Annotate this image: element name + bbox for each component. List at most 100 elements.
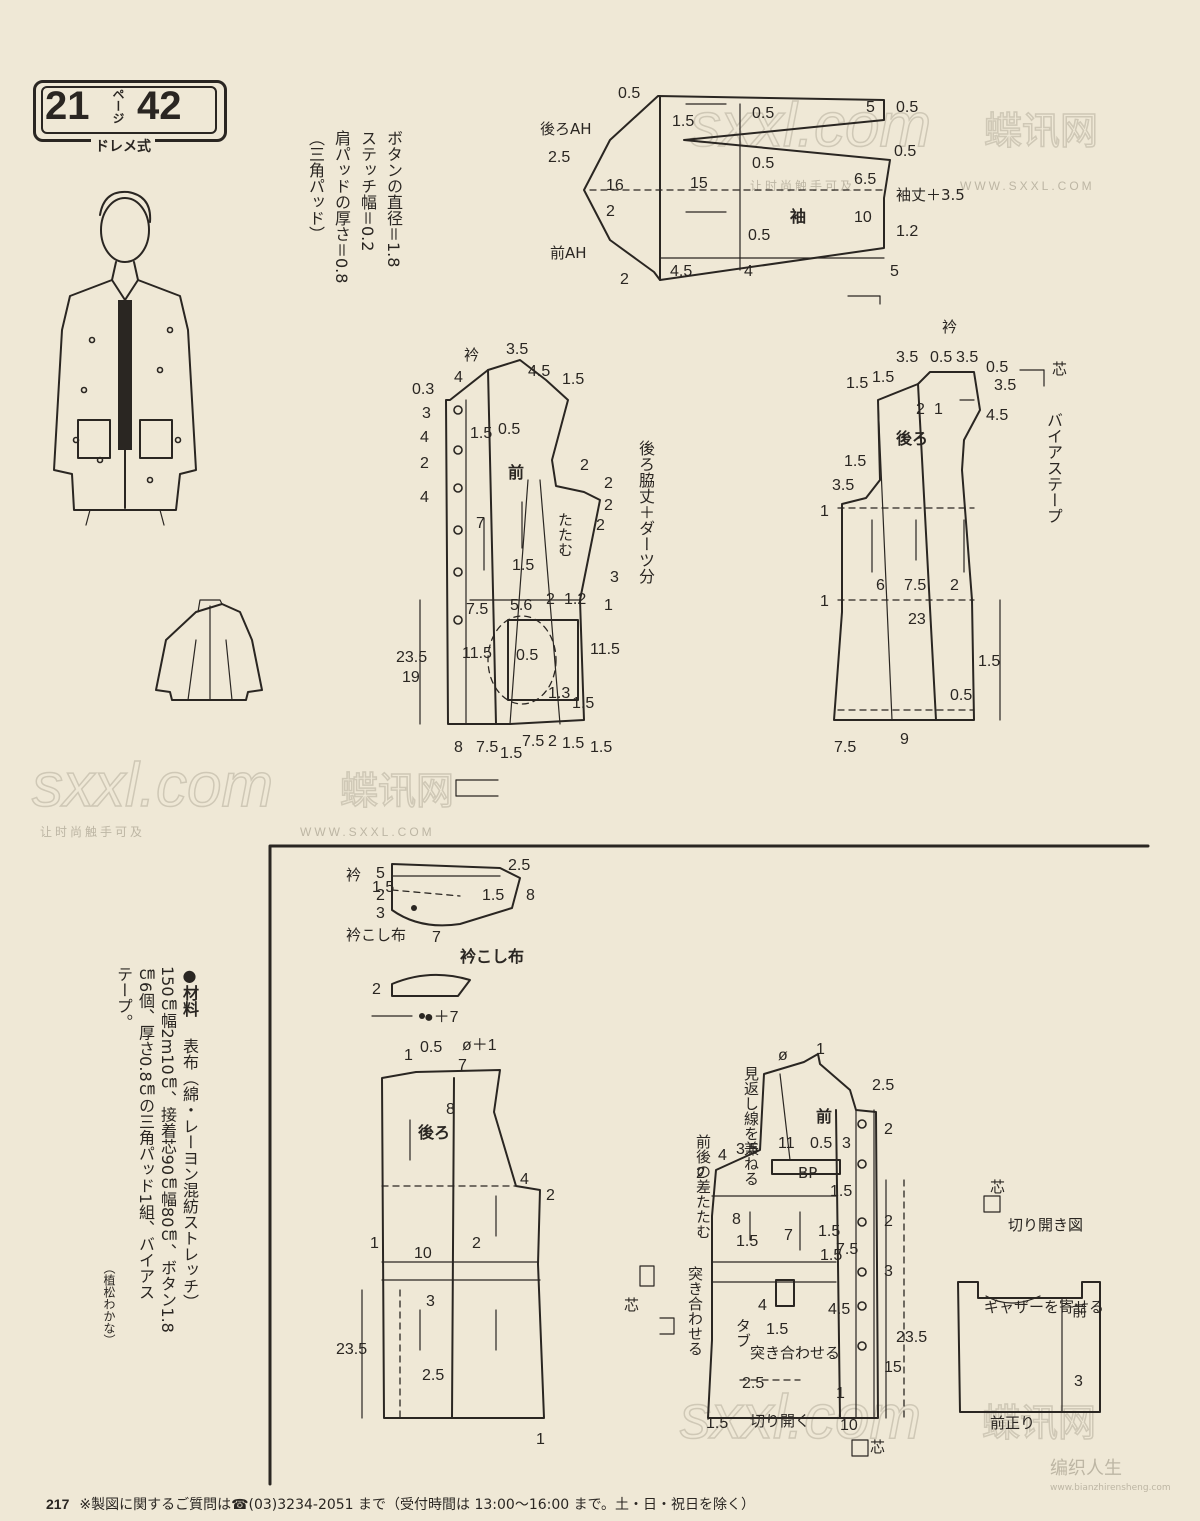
front-num: 11.5 bbox=[590, 641, 620, 658]
back-num: 3.5 bbox=[832, 477, 854, 494]
lower-front-num: 10 bbox=[840, 1417, 858, 1434]
sleeve-num: 0.5 bbox=[752, 105, 774, 122]
watermark-corner: 编织人生 bbox=[1050, 1458, 1122, 1479]
panel-frame bbox=[268, 844, 1150, 1486]
sleeve-num: 0.5 bbox=[752, 155, 774, 172]
back-num: 1 bbox=[820, 593, 829, 610]
front-num: 2 bbox=[546, 591, 555, 608]
collar-num: 1.5 bbox=[372, 879, 394, 896]
front-num: 7.5 bbox=[522, 733, 544, 750]
front-num: 1.5 bbox=[500, 745, 522, 762]
front-num: 1.5 bbox=[562, 735, 584, 752]
lower-back-num: 2.5 bbox=[422, 1367, 444, 1384]
front-num: 1 bbox=[604, 597, 613, 614]
lower-front-num: 1 bbox=[836, 1385, 845, 1402]
collar-num: 2 bbox=[376, 887, 385, 904]
lower-front-num: 1 bbox=[816, 1041, 825, 1058]
cut-front-label: 前 bbox=[1072, 1302, 1087, 1320]
back-num: 4.5 bbox=[986, 407, 1008, 424]
back-num: 1.5 bbox=[844, 453, 866, 470]
front-num: 1.3 bbox=[548, 685, 570, 702]
lower-front-num: 4 bbox=[718, 1147, 727, 1164]
sleeve-num: 0.5 bbox=[618, 85, 640, 102]
lower-back-num: ø＋1 bbox=[462, 1037, 497, 1054]
watermark-site: sxxl.com bbox=[690, 91, 931, 160]
front-bodice-draft: 衿 前 3.5 4.5 1.5 0.3 4 3 4 1.5 0.5 2 4 2 … bbox=[396, 341, 620, 797]
sleeve-num: 15 bbox=[690, 175, 708, 192]
footer-note: ※製図に関するご質問は☎(03)3234-2051 まで（受付時間は 13:00… bbox=[79, 1497, 756, 1513]
cut-interfacing-label: 芯 bbox=[990, 1178, 1005, 1196]
sleeve-draft: 後ろAH 前AH 袖 袖丈＋3.5 0.5 1.5 0.5 5 0.5 2.5 … bbox=[540, 85, 965, 305]
lower-front-num: 7 bbox=[784, 1227, 793, 1244]
front-interfacing-label-2: 芯 bbox=[870, 1438, 885, 1456]
front-num: 4 bbox=[454, 369, 463, 386]
materials-heading: ●材料 bbox=[180, 966, 199, 1017]
sleeve-num: 4 bbox=[744, 263, 753, 280]
lower-back-num: 1 bbox=[370, 1235, 379, 1252]
materials-credit: （植松わかな） bbox=[102, 1262, 116, 1346]
lower-back-num: 8 bbox=[446, 1101, 455, 1118]
watermark: sxxl.com 蝶讯网 让时尚触手可及 WWW.SXXL.COM sxxl.c… bbox=[31, 90, 1170, 1493]
front-armhole-label: 前AH bbox=[550, 244, 587, 262]
back-armhole-label: 後ろAH bbox=[540, 120, 592, 138]
front-num: 5.6 bbox=[510, 597, 532, 614]
back-num: 0.5 bbox=[950, 687, 972, 704]
back-num: 3.5 bbox=[956, 349, 978, 366]
front-num: 3.5 bbox=[506, 341, 528, 358]
gather-label: ギャザーを寄せる bbox=[984, 1298, 1104, 1316]
back-num: 7.5 bbox=[834, 739, 856, 756]
lower-front-num: 11 bbox=[778, 1135, 795, 1152]
lower-front-num: 1.5 bbox=[830, 1183, 852, 1200]
sleeve-num: 1.5 bbox=[672, 113, 694, 130]
lower-front-num: 4 bbox=[758, 1297, 767, 1314]
sleeve-length-label: 袖丈＋3.5 bbox=[896, 186, 965, 204]
materials-line1: 表布（綿・レーヨン混紡ストレッチ） bbox=[180, 1038, 199, 1310]
front-num: 3 bbox=[422, 405, 431, 422]
lower-front-draft: 前 BP 突き合わせる 切り開く 芯 芯 ø 1 2.5 3.5 11 0.5 … bbox=[624, 1041, 927, 1457]
lower-front-num: ø bbox=[778, 1047, 788, 1064]
back-num: 6 bbox=[876, 577, 885, 594]
jacket-back-view bbox=[155, 599, 263, 701]
spec-button-diameter: ボタンの直径＝1.8 bbox=[384, 130, 403, 268]
front-num: 7.5 bbox=[476, 739, 498, 756]
watermark-slogan: 让时尚触手可及 bbox=[750, 179, 855, 193]
lower-front-num: 2.5 bbox=[872, 1077, 894, 1094]
back-num: 9 bbox=[900, 731, 909, 748]
front-num: 1.2 bbox=[564, 591, 586, 608]
collar-num: 5 bbox=[376, 865, 385, 882]
lower-back-label: 後ろ bbox=[418, 1123, 450, 1142]
lower-front-num: 2 bbox=[696, 1165, 705, 1182]
lower-front-num: 8 bbox=[732, 1211, 741, 1228]
front-num: 3 bbox=[610, 569, 619, 586]
back-num: 1 bbox=[820, 503, 829, 520]
sleeve-num: 0.5 bbox=[896, 99, 918, 116]
spec-shoulder-pad: 肩パッドの厚さ＝0.8 bbox=[332, 130, 351, 284]
sleeve-num: 10 bbox=[854, 209, 872, 226]
badge-model-number: 42 bbox=[137, 84, 182, 128]
front-num: 2 bbox=[604, 475, 613, 492]
sleeve-num: 2 bbox=[606, 203, 615, 220]
abut-note: 突き合わせる bbox=[686, 1266, 704, 1356]
lower-front-num: 4.5 bbox=[828, 1301, 850, 1318]
back-num: 2 bbox=[950, 577, 959, 594]
materials-line3: ㎝6個、厚さ0.8㎝の三角パッド1組、バイアス bbox=[136, 966, 155, 1300]
front-collar-label: 衿 bbox=[464, 346, 479, 364]
sleeve-num: 6.5 bbox=[854, 171, 876, 188]
front-num: 1.5 bbox=[470, 425, 492, 442]
back-collar-label: 衿 bbox=[942, 318, 957, 336]
lower-front-label: 前 bbox=[816, 1107, 832, 1126]
lower-front-num: 7.5 bbox=[836, 1241, 858, 1258]
materials-line2: 150㎝幅2m10㎝、接着芯90㎝幅80㎝、ボタン1.8 bbox=[158, 966, 177, 1333]
front-num: 7 bbox=[476, 515, 485, 532]
bust-point-label: BP bbox=[798, 1164, 817, 1182]
front-label: 前 bbox=[508, 463, 524, 482]
lower-front-num: 1.5 bbox=[818, 1223, 840, 1240]
front-num: 4 bbox=[420, 429, 429, 446]
abut-label-2: 突き合わせる bbox=[750, 1344, 840, 1362]
sleeve-num: 16 bbox=[606, 177, 624, 194]
front-num: 11.5 bbox=[462, 645, 492, 662]
front-num: 7.5 bbox=[466, 601, 488, 618]
lower-back-num: 3 bbox=[426, 1293, 435, 1310]
lower-front-num: 15 bbox=[884, 1359, 902, 1376]
back-num: 2 bbox=[916, 401, 925, 418]
